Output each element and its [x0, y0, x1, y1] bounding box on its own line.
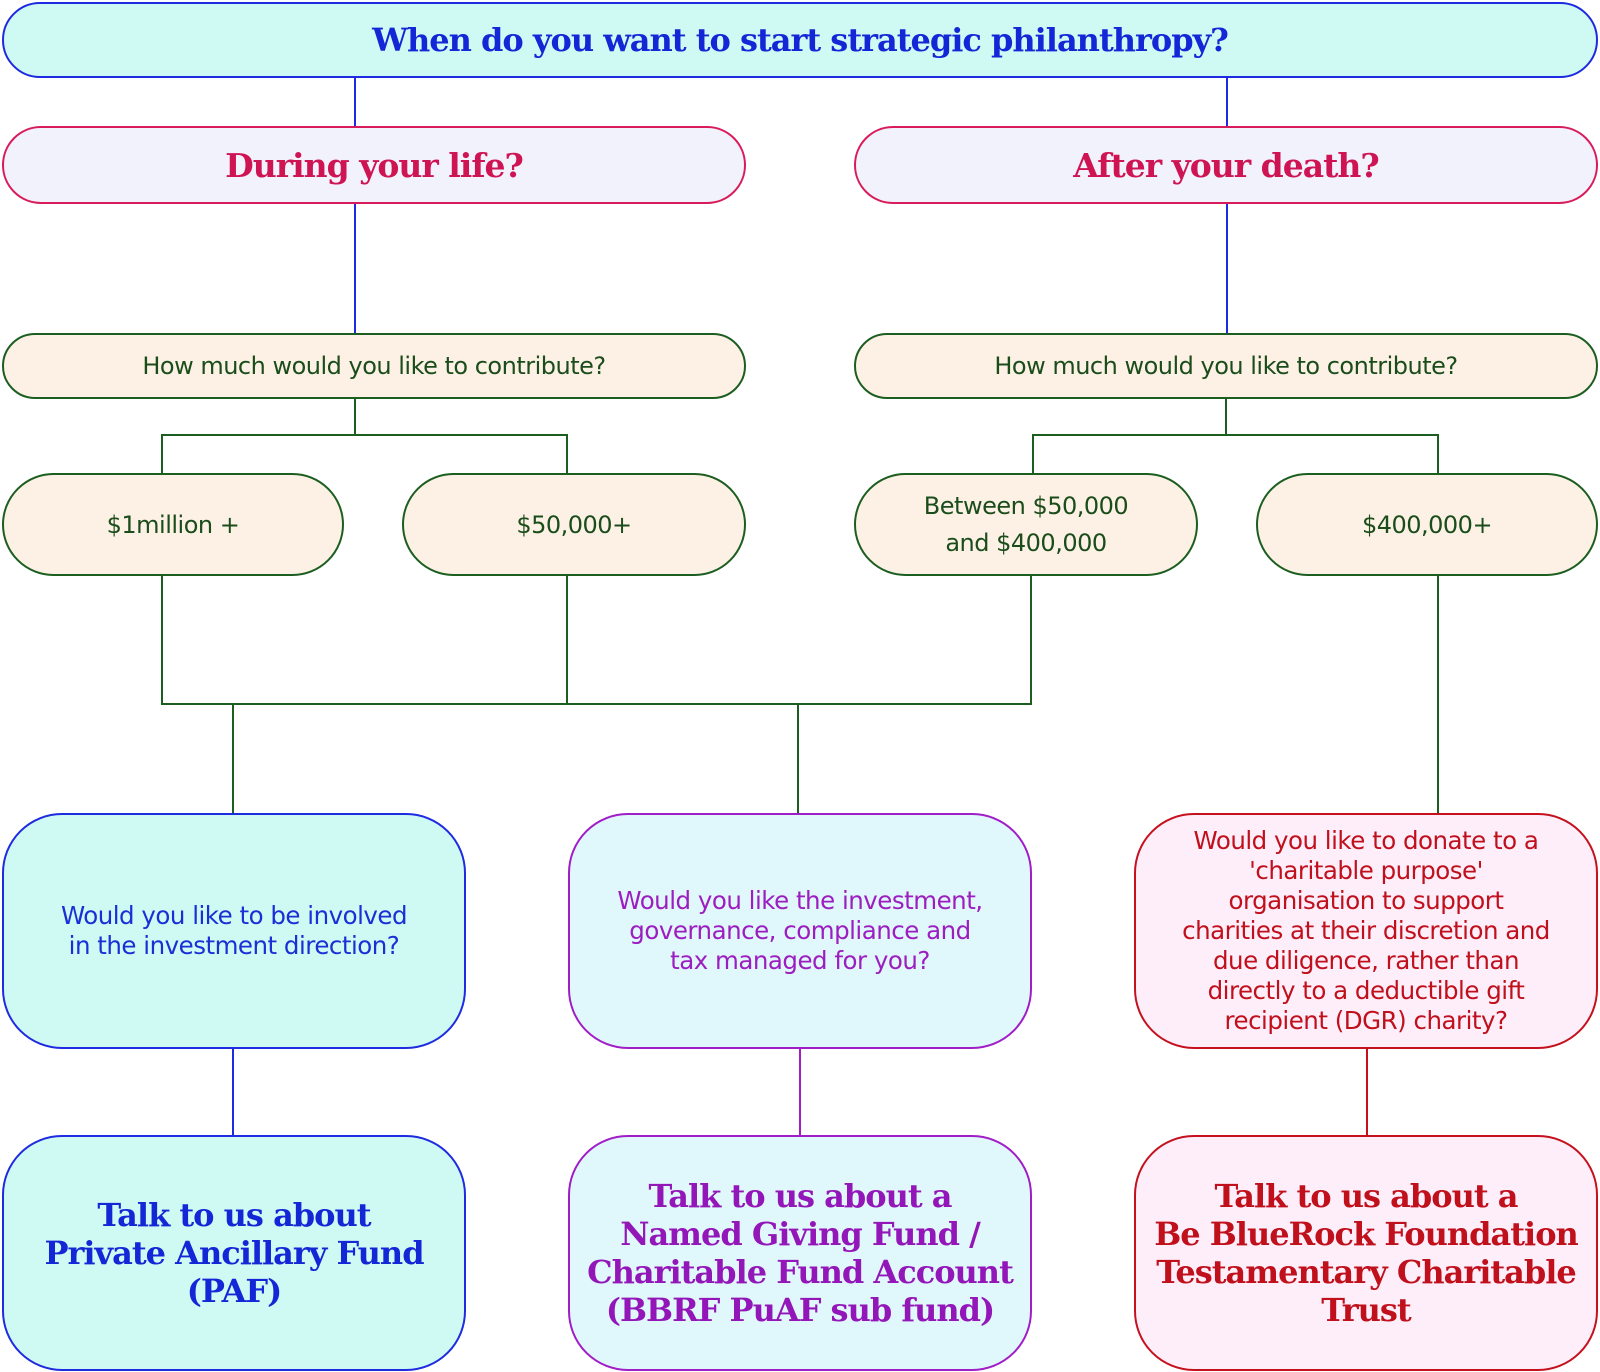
question-line: organisation to support: [1228, 886, 1504, 915]
outcome-line: Charitable Fund Account: [587, 1253, 1014, 1291]
connector-options-merge: [161, 576, 1032, 705]
death-contribution-text: How much would you like to contribute?: [994, 352, 1458, 380]
outcome-line: Private Ancillary Fund: [44, 1234, 424, 1272]
outcome-line: Talk to us about a: [648, 1177, 952, 1215]
investment-direction-question-node: Would you like to be involved in the inv…: [2, 813, 466, 1049]
after-death-node: After your death?: [854, 126, 1598, 204]
outcome-testamentary-trust-node: Talk to us about a Be BlueRock Foundatio…: [1134, 1135, 1598, 1371]
outcome-line: (PAF): [186, 1272, 283, 1310]
option-50k-text: $50,000+: [516, 510, 632, 539]
life-contribution-text: How much would you like to contribute?: [142, 352, 606, 380]
outcome-line: Testamentary Charitable: [1156, 1253, 1577, 1291]
outcome-line: Talk to us about a: [1214, 1177, 1518, 1215]
question-line: tax managed for you?: [670, 946, 930, 975]
managed-for-you-question-node: Would you like the investment, governanc…: [568, 813, 1032, 1049]
question-line: recipient (DGR) charity?: [1224, 1006, 1508, 1035]
charitable-purpose-question-node: Would you like to donate to a 'charitabl…: [1134, 813, 1598, 1049]
outcome-line: Trust: [1321, 1291, 1411, 1329]
option-1million-node: $1million +: [2, 473, 344, 576]
connector-death-options: [1032, 434, 1439, 473]
question-line: due diligence, rather than: [1212, 946, 1520, 975]
during-life-node: During your life?: [2, 126, 746, 204]
option-50k-node: $50,000+: [402, 473, 746, 576]
question-line: governance, compliance and: [629, 916, 971, 945]
outcome-line: (BBRF PuAF sub fund): [605, 1291, 995, 1329]
question-line: in the investment direction?: [68, 931, 400, 960]
outcome-line: Talk to us about: [97, 1196, 371, 1234]
question-line: Would you like the investment,: [617, 886, 983, 915]
root-question-node: When do you want to start strategic phil…: [2, 2, 1598, 78]
connector-life-options: [161, 434, 568, 473]
question-line: directly to a deductible gift: [1207, 976, 1525, 1005]
death-contribution-node: How much would you like to contribute?: [854, 333, 1598, 399]
outcome-paf-node: Talk to us about Private Ancillary Fund …: [2, 1135, 466, 1371]
after-death-text: After your death?: [1073, 145, 1379, 185]
life-contribution-node: How much would you like to contribute?: [2, 333, 746, 399]
question-line: 'charitable purpose': [1249, 856, 1483, 885]
root-question-text: When do you want to start strategic phil…: [372, 21, 1229, 59]
question-line: Would you like to donate to a: [1193, 826, 1539, 855]
outcome-line: Named Giving Fund /: [620, 1215, 981, 1253]
option-400k-node: $400,000+: [1256, 473, 1598, 576]
option-between-node: Between $50,000 and $400,000: [854, 473, 1198, 576]
question-line: charities at their discretion and: [1182, 916, 1550, 945]
outcome-line: Be BlueRock Foundation: [1154, 1215, 1579, 1253]
option-1million-text: $1million +: [106, 510, 240, 539]
question-line: Would you like to be involved: [60, 901, 408, 930]
option-400k-text: $400,000+: [1361, 510, 1493, 539]
outcome-named-giving-fund-node: Talk to us about a Named Giving Fund / C…: [568, 1135, 1032, 1371]
option-between-line: and $400,000: [945, 528, 1107, 557]
option-between-line: Between $50,000: [923, 491, 1129, 520]
during-life-text: During your life?: [225, 145, 524, 185]
